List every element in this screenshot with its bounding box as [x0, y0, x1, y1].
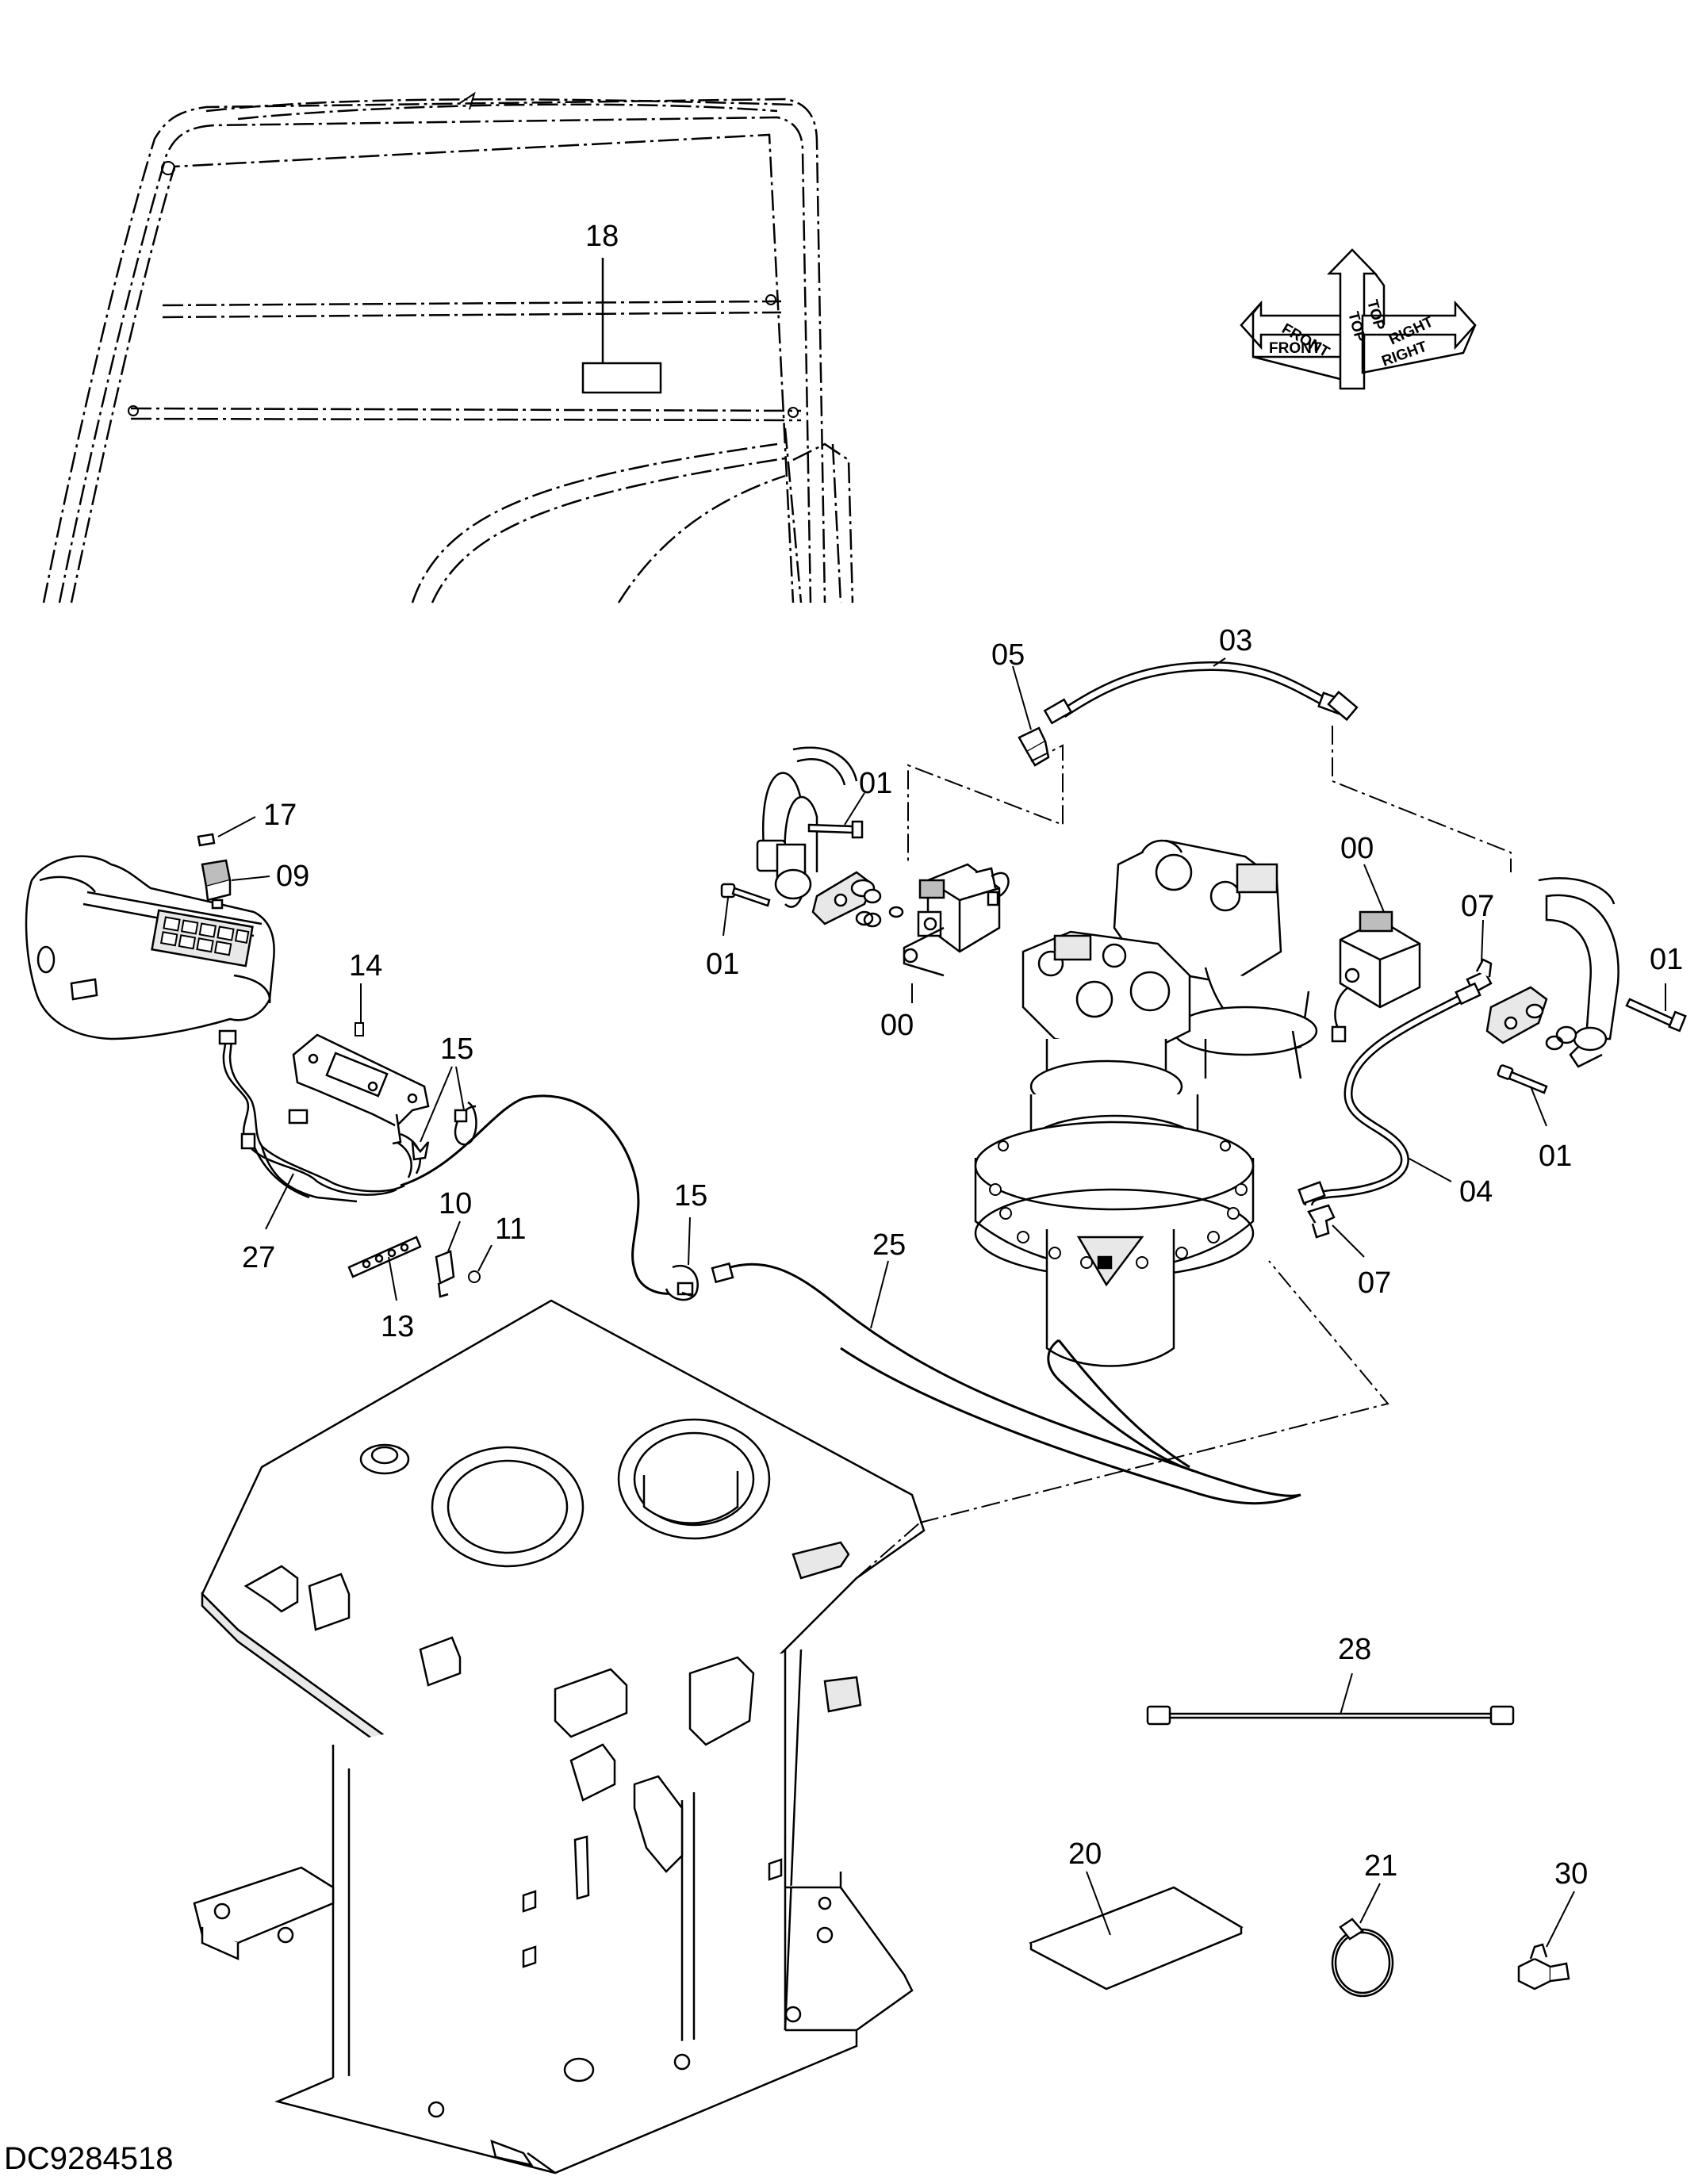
hose-03 — [1043, 661, 1359, 725]
flange-right — [1485, 986, 1548, 1044]
leader-lines-frame — [856, 1260, 1389, 1579]
label-plate — [581, 362, 662, 394]
cover-17 — [197, 833, 216, 847]
bar-13 — [347, 1236, 422, 1278]
screw-14 — [355, 1022, 364, 1036]
cab-phantom-outline — [42, 98, 854, 603]
callout-07-b: 07 — [1358, 1266, 1391, 1300]
callout-11: 11 — [495, 1213, 526, 1246]
callout-04: 04 — [1459, 1175, 1493, 1209]
hose-04 — [1297, 982, 1481, 1206]
callout-01-d: 01 — [1539, 1140, 1572, 1173]
screw-11 — [468, 1270, 481, 1283]
sheet-20 — [1028, 1886, 1244, 1991]
fitting-30 — [1517, 1943, 1570, 1991]
right-arrow-icon — [1361, 300, 1477, 351]
leader-lines-top — [907, 726, 1512, 872]
callout-01-a: 01 — [859, 767, 892, 800]
callout-20: 20 — [1068, 1837, 1102, 1871]
front-label-lower: FRONT — [1269, 340, 1321, 357]
callout-07-a: 07 — [1461, 890, 1494, 923]
callout-00-b: 00 — [1340, 832, 1374, 865]
bracket-14 — [292, 1033, 430, 1145]
callout-27: 27 — [242, 1241, 275, 1274]
label-18-group: 18 — [581, 220, 662, 394]
callout-18: 18 — [585, 220, 619, 253]
motor-flange-bolts — [989, 1140, 1248, 1269]
swing-frame — [193, 1299, 926, 2174]
orientation-arrows-symbol: FRONT FRONT TOP TOP RIGHT RIGHT — [1240, 248, 1477, 390]
clips-15-upper — [411, 1101, 477, 1161]
control-console — [25, 855, 275, 1040]
callout-14: 14 — [349, 949, 382, 983]
valve-00-right — [1331, 910, 1421, 1043]
fitting-05 — [1018, 726, 1050, 767]
valve-00-left — [903, 863, 1010, 977]
flange-left — [811, 871, 882, 926]
cab-small-details — [128, 91, 799, 418]
harness-25 — [400, 1094, 1301, 1505]
callout-21: 21 — [1364, 1849, 1397, 1883]
callout-10: 10 — [439, 1187, 472, 1220]
callout-28: 28 — [1338, 1633, 1371, 1666]
switch-09 — [201, 859, 232, 910]
callout-25: 25 — [872, 1228, 906, 1262]
o-rings — [863, 906, 1564, 1051]
fitting-07-lower — [1307, 1204, 1336, 1239]
callout-30: 30 — [1554, 1857, 1588, 1891]
clamp-21 — [1331, 1918, 1394, 1998]
callout-17: 17 — [263, 799, 297, 832]
connector-15-lower — [665, 1262, 734, 1301]
callout-15-a: 15 — [440, 1033, 473, 1066]
relay-10 — [435, 1250, 455, 1298]
cable-28 — [1146, 1705, 1515, 1726]
bolt-01-upper-right — [1625, 998, 1687, 1033]
banjo-hose-left — [756, 746, 858, 908]
drawing-number: DC9284518 — [4, 2141, 174, 2176]
callout-01-c: 01 — [1650, 943, 1683, 976]
banjo-hose-right — [1538, 877, 1619, 1068]
callout-01-b: 01 — [706, 948, 739, 981]
bolt-01-upper-left — [807, 820, 864, 839]
top-arrow-icon — [1327, 248, 1378, 390]
bolt-01-lower-left — [720, 883, 771, 907]
callout-09: 09 — [276, 860, 309, 893]
callout-03: 03 — [1219, 624, 1252, 657]
front-arrow-icon — [1240, 300, 1350, 351]
swing-motor-front — [974, 930, 1255, 1367]
callout-00-a: 00 — [880, 1009, 914, 1042]
callout-13: 13 — [381, 1310, 414, 1343]
callout-15-b: 15 — [674, 1179, 707, 1213]
callout-05: 05 — [991, 638, 1025, 672]
bolt-01-lower-right — [1497, 1064, 1548, 1094]
